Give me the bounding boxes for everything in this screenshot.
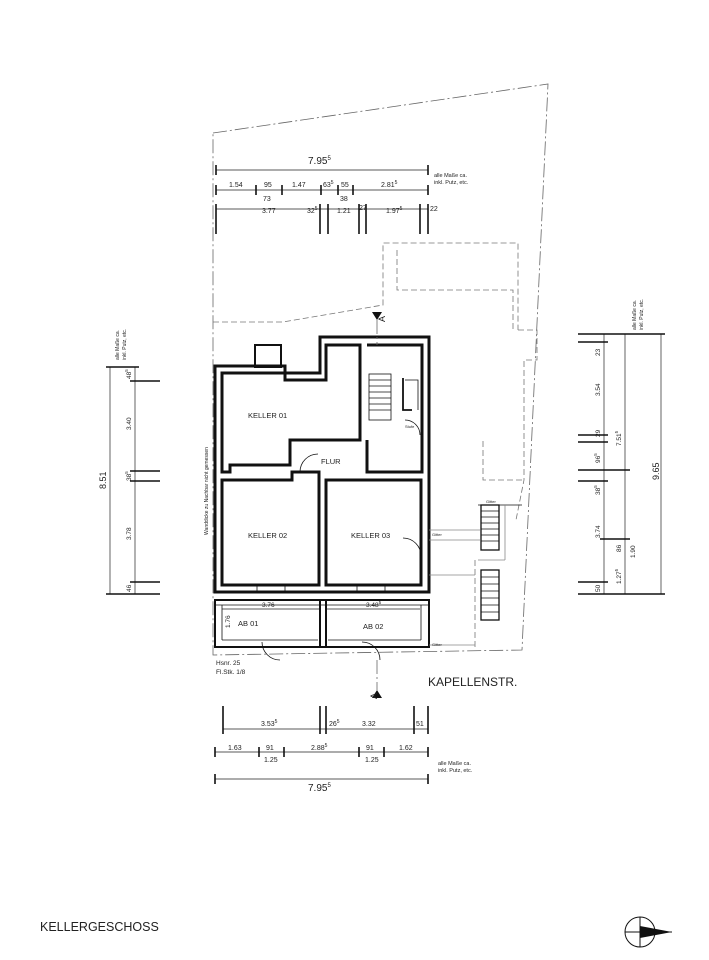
top-dim-1: 1.54 [229,182,243,189]
measure-note-bottom-line1: alle Maße ca. [438,761,471,767]
ab02-width-dim: 3.485 [366,600,382,609]
bottom-total-dim: 7.955 [308,783,331,794]
top-row2-dim-4: 27 [359,205,367,212]
right-sub-b: 1.90 [630,545,637,558]
bottom-row2-dim-2: 91 [266,745,274,752]
top-dim-6: 2.815 [381,180,398,189]
top-row2-dim-5: 1.975 [386,206,403,215]
bottom-dim-1: 3.535 [261,719,278,728]
right-sub-c: 86 [616,544,623,552]
ab01-width-dim: 3.76 [262,602,275,609]
bottom-row2-dim-5: 1.62 [399,745,413,752]
left-total-dim: 8.51 [98,471,108,489]
inner-dimensions: 3.76 3.485 1.76 [222,600,420,628]
window-wells [256,583,386,593]
right-sub-d: 1.275 [614,568,623,584]
neighbor-building-outline [213,242,538,650]
measure-note-right-line1: alle Maße ca. [632,300,638,330]
right-total-dim: 9.65 [651,462,661,480]
measure-note-top-line1: alle Maße ca. [434,173,467,179]
room-label-ab02: AB 02 [363,622,383,631]
right-dim-1: 23 [595,348,602,356]
measure-note-bottom-line2: inkl. Putz, etc. [438,768,473,774]
right-dim-3: 29 [595,429,602,437]
left-dim-3: 385 [124,471,133,481]
measure-note-top-line2: inkl. Putz, etc. [434,180,469,186]
room-labels: KELLER 01 KELLER 02 KELLER 03 FLUR AB 01… [238,411,390,631]
section-marker-bottom: A [369,693,379,699]
bottom-dim-3: 3.32 [362,721,376,728]
measure-note-left-line2: inkl. Putz, etc. [122,329,128,360]
window-label-b: Gitter [432,642,442,647]
top-row2-dim-6: 22 [430,206,438,213]
top-sub-dim-2: 38 [340,196,348,203]
window-label-c: Gitter [486,499,496,504]
window-label-a: Gitter [432,532,442,537]
section-line: A A [369,312,387,699]
room-label-keller02: KELLER 02 [248,531,287,540]
bottom-dim-4: 51 [416,721,424,728]
top-row2-dim-3: 1.21 [337,208,351,215]
north-arrow-icon [624,916,672,948]
bottom-sub-dim-1: 1.25 [264,757,278,764]
right-dim-5: 385 [593,485,602,495]
street-label: KAPELLENSTR. [428,675,517,689]
right-dim-7: 50 [595,584,602,592]
top-dim-5: 55 [341,182,349,189]
left-dim-5: 46 [126,584,133,592]
front-storage-block: Gitter Gitter [214,529,480,648]
top-dim-4: 635 [323,180,334,189]
top-dim-2: 95 [264,182,272,189]
room-label-keller01: KELLER 01 [248,411,287,420]
left-dim-2: 3.40 [126,417,133,430]
top-total-dim: 7.955 [308,156,331,167]
bottom-row2-dim-3: 2.885 [311,743,328,752]
top-sub-dim-1: 73 [263,196,271,203]
section-marker-top: A [377,316,387,322]
measure-note-right-line2: inkl. Putz, etc. [639,299,645,330]
room-label-keller03: KELLER 03 [351,531,390,540]
top-dimension-chain: 7.955 1.54 95 1.47 635 55 2.815 73 38 3.… [215,156,469,234]
room-label-flur: FLUR [321,457,341,466]
bottom-row2-dim-1: 1.63 [228,745,242,752]
bottom-dimension-chain: 3.535 265 3.32 51 1.63 91 2.885 91 1.62 … [214,706,473,794]
building-walls [213,335,431,594]
doors [261,419,422,661]
right-subtotal-a: 7.515 [614,430,623,446]
parcel-note-line1: Hsnr. 25 [216,660,241,667]
bottom-sub-dim-2: 1.25 [365,757,379,764]
top-dim-3: 1.47 [292,182,306,189]
room-label-ab01: AB 01 [238,619,258,628]
bottom-row2-dim-4: 91 [366,745,374,752]
stair-note: Stufe [405,424,415,429]
left-dim-1: 485 [124,369,133,379]
right-dim-6: 3.74 [595,525,602,538]
top-row2-dim-2: 325 [307,206,318,215]
external-stairs: Gitter [478,499,522,621]
stair: Stufe [368,373,419,429]
measure-note-left-line1: alle Maße ca. [115,330,121,360]
left-dimension-chain: 8.51 485 3.40 385 3.78 46 alle Maße ca. … [98,329,160,595]
top-row2-dim-1: 3.77 [262,208,276,215]
drawing-title: KELLERGESCHOSS [40,920,159,934]
ab-height-dim: 1.76 [225,615,232,628]
parcel-boundary [212,83,549,656]
right-dim-4: 965 [593,453,602,463]
parcel-note-line2: Fl.Stk. 1/8 [216,669,246,676]
neighbor-wall-note: Wanddicke zu Nachbar nicht gemessen [204,447,210,535]
left-dim-4: 3.78 [126,527,133,540]
right-dim-2: 3.54 [595,383,602,396]
bottom-dim-2: 265 [329,719,340,728]
right-dimension-chain: 9.65 23 3.54 29 965 385 3.74 50 7.515 1.… [578,299,665,595]
